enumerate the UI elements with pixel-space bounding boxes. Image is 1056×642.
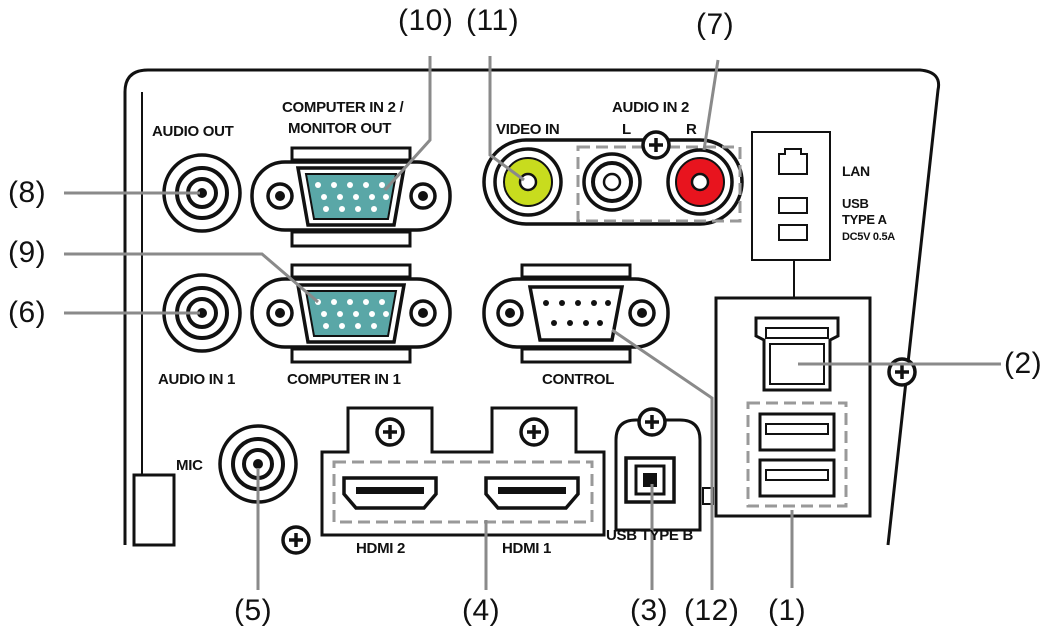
label-audio-r: R — [686, 121, 697, 138]
leader-7 — [702, 59, 720, 151]
audio-out-jack — [162, 153, 242, 233]
callout-8: (8) — [8, 176, 47, 209]
callout-4: (4) — [462, 594, 501, 627]
label-hdmi1: HDMI 1 — [502, 540, 551, 557]
label-audio-l: L — [622, 121, 631, 138]
label-audio-in1: AUDIO IN 1 — [158, 371, 235, 388]
callout-10: (10) — [398, 4, 454, 37]
bottom-screw — [281, 525, 311, 555]
hdmi-block — [320, 406, 606, 537]
callout-2: (2) — [1004, 347, 1043, 380]
computer-in2-vga-port — [250, 146, 452, 248]
callout-5: (5) — [234, 594, 273, 627]
label-video-in: VIDEO IN — [496, 121, 559, 138]
usb-b-block — [614, 407, 714, 532]
leader-9 — [64, 252, 319, 304]
panel-foot — [132, 473, 176, 547]
leader-10 — [383, 56, 432, 192]
lan-usb-a-block — [714, 296, 872, 518]
label-computer-in2-line2: MONITOR OUT — [288, 120, 391, 137]
label-audio-out: AUDIO OUT — [152, 123, 234, 140]
callout-12: (12) — [684, 594, 740, 627]
label-usb-b: USB TYPE B — [606, 527, 693, 544]
callout-9: (9) — [8, 236, 47, 269]
video-audio-in2-block — [482, 130, 744, 226]
label-audio-in2: AUDIO IN 2 — [612, 99, 689, 116]
panel-outline — [123, 68, 941, 546]
label-control: CONTROL — [542, 371, 614, 388]
label-computer-in1: COMPUTER IN 1 — [287, 371, 401, 388]
control-db9-port — [482, 263, 670, 364]
leader-11 — [488, 56, 525, 182]
computer-in1-vga-port — [250, 263, 452, 364]
label-usb-a-line3: DC5V 0.5A — [842, 231, 895, 243]
label-mic: MIC — [176, 457, 203, 474]
label-lan: LAN — [842, 163, 870, 179]
callout-6: (6) — [8, 296, 47, 329]
lan-usb-legend-box — [751, 131, 831, 298]
callout-1: (1) — [768, 594, 807, 627]
leader-lines — [64, 56, 1001, 590]
label-usb-a-line1: USB — [842, 196, 869, 211]
leader-12 — [611, 328, 714, 590]
label-hdmi2: HDMI 2 — [356, 540, 405, 557]
callout-7: (7) — [696, 8, 735, 41]
callout-3: (3) — [630, 594, 669, 627]
label-usb-a-line2: TYPE A — [842, 212, 888, 227]
label-computer-in2-line1: COMPUTER IN 2 / — [282, 99, 404, 116]
callout-11: (11) — [466, 4, 520, 37]
